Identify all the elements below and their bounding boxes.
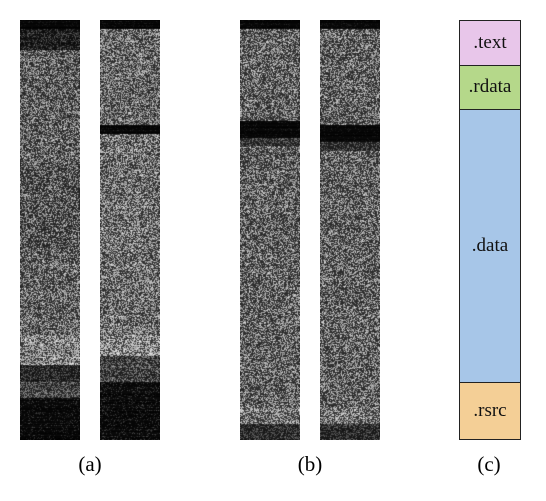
section-rdata: .rdata (460, 64, 520, 110)
byteplot-image-a-right (100, 20, 160, 440)
section-text: .text (460, 21, 520, 65)
caption-a: (a) (78, 452, 102, 476)
section-data: .data (460, 109, 520, 382)
byteplot-image-b-left (240, 20, 300, 440)
caption-c: (c) (477, 452, 501, 476)
byteplot-image-b-right (320, 20, 380, 440)
section-rsrc: .rsrc (460, 381, 520, 439)
byteplot-image-a-left (20, 20, 80, 440)
pe-section-layout: .text .rdata .data .rsrc (459, 20, 521, 440)
caption-b: (b) (297, 452, 323, 476)
